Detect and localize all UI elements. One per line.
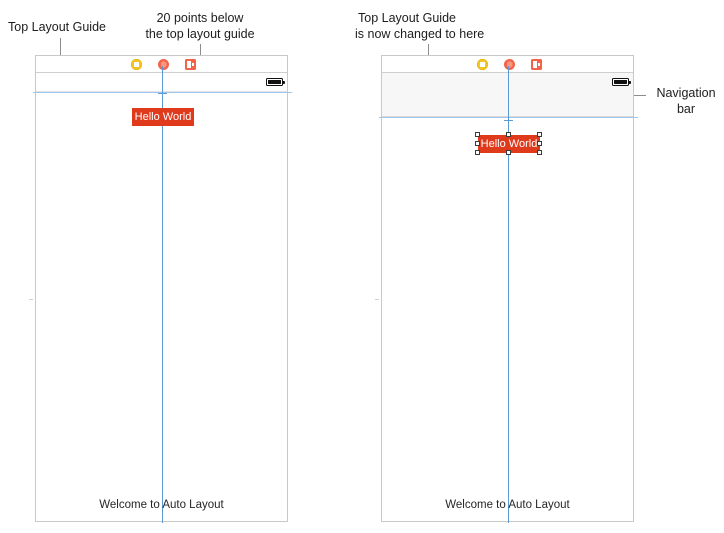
resize-handle-top-right[interactable] bbox=[537, 132, 542, 137]
annotation-right-navigation-bar-line1: Navigation bbox=[656, 86, 716, 100]
left-panel-toolbar-icons bbox=[131, 56, 196, 73]
stop-icon[interactable] bbox=[131, 59, 142, 70]
annotation-right-top-layout-guide-line1: Top Layout Guide bbox=[358, 11, 456, 25]
resize-handle-top-left[interactable] bbox=[475, 132, 480, 137]
right-panel-bottom-label: Welcome to Auto Layout bbox=[445, 499, 570, 511]
resize-handle-bottom-left[interactable] bbox=[475, 150, 480, 155]
annotation-right-navigation-bar-line2: bar bbox=[676, 102, 696, 116]
right-panel-hello-world-label[interactable]: Hello World bbox=[478, 135, 540, 153]
left-panel-hello-world-label[interactable]: Hello World bbox=[132, 108, 194, 126]
resize-handle-middle-right[interactable] bbox=[537, 141, 542, 146]
left-panel-upper-strip bbox=[36, 73, 287, 92]
annotation-right-top-layout-guide-line2: is now changed to here bbox=[355, 27, 485, 41]
exit-icon[interactable] bbox=[185, 59, 196, 70]
cube-icon[interactable] bbox=[158, 59, 169, 70]
right-panel-canvas: Hello World Welcome to Auto Layout bbox=[379, 55, 638, 523]
exit-icon[interactable] bbox=[531, 59, 542, 70]
annotation-left-offset-line2: the top layout guide bbox=[145, 27, 255, 41]
resize-handle-bottom-center[interactable] bbox=[506, 150, 511, 155]
right-panel-toolbar-icons bbox=[477, 56, 542, 73]
resize-handle-top-center[interactable] bbox=[506, 132, 511, 137]
battery-icon bbox=[266, 78, 285, 86]
left-panel-center-guide bbox=[162, 66, 163, 523]
battery-icon bbox=[612, 78, 631, 86]
right-panel-ruler-tick bbox=[375, 299, 379, 300]
left-panel-bottom-label: Welcome to Auto Layout bbox=[99, 499, 224, 511]
left-panel-ruler-tick bbox=[29, 299, 33, 300]
resize-handle-middle-left[interactable] bbox=[475, 141, 480, 146]
left-panel-constraint-marker bbox=[158, 93, 167, 109]
right-panel-center-guide bbox=[508, 66, 509, 523]
annotation-left-top-layout-guide: Top Layout Guide bbox=[8, 20, 106, 34]
right-panel-navigation-bar bbox=[382, 73, 633, 117]
left-panel-canvas: Hello World Welcome to Auto Layout bbox=[33, 55, 292, 523]
cube-icon[interactable] bbox=[504, 59, 515, 70]
resize-handle-bottom-right[interactable] bbox=[537, 150, 542, 155]
stop-icon[interactable] bbox=[477, 59, 488, 70]
annotation-left-offset-line1: 20 points below bbox=[156, 11, 244, 25]
